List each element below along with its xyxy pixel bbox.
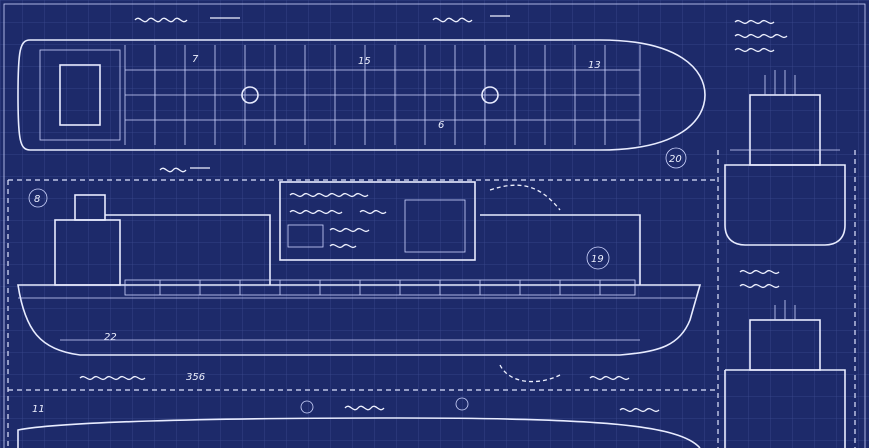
hold-label: 15 bbox=[358, 56, 371, 67]
ship-bottom-view bbox=[17, 397, 701, 448]
ship-side-view bbox=[17, 194, 702, 356]
callout-label: 19 bbox=[591, 254, 604, 265]
callout-label: 11 bbox=[32, 404, 45, 415]
ship-end-views bbox=[724, 70, 846, 448]
info-panel bbox=[279, 181, 476, 261]
hold-label: 7 bbox=[192, 54, 199, 65]
ship-plan-view: 7 15 6 13 bbox=[17, 39, 706, 151]
side-note: 356 bbox=[186, 372, 205, 383]
section-dividers bbox=[7, 150, 856, 448]
hold-label: 13 bbox=[588, 60, 601, 71]
callout-label: 8 bbox=[34, 194, 40, 205]
border bbox=[3, 3, 866, 448]
hold-label: 6 bbox=[438, 120, 444, 131]
callouts: 20 8 19 22 11 356 bbox=[28, 147, 687, 415]
handwritten-notes bbox=[79, 15, 788, 413]
callout-label: 20 bbox=[669, 154, 682, 165]
callout-label: 22 bbox=[104, 332, 117, 343]
